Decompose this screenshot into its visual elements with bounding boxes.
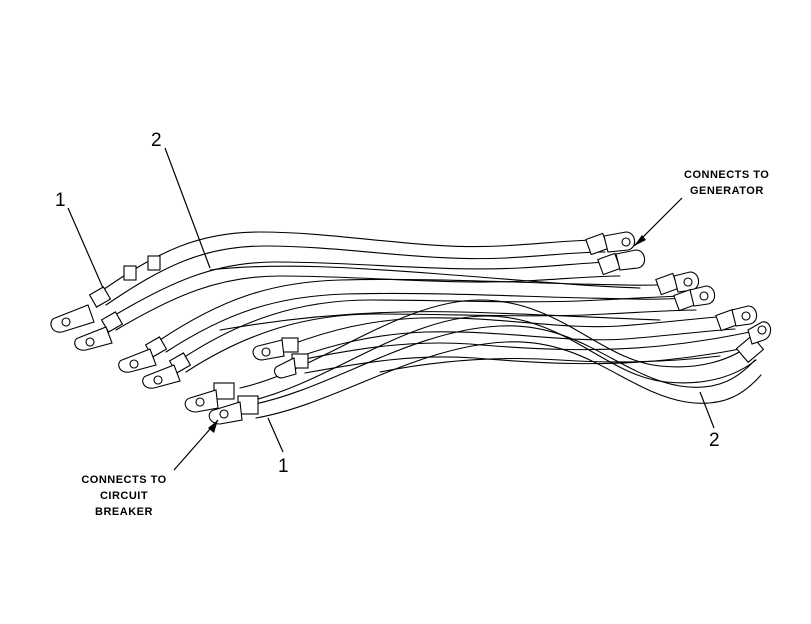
left-lug-hole-4 (153, 375, 163, 385)
generator-label-line-1: CONNECTS TO (684, 169, 769, 181)
left-lug-sleeve-5 (281, 337, 299, 353)
right-lug-hole-4 (699, 291, 709, 301)
left-lug-sleeve-10 (147, 255, 161, 271)
left-lug-sleeve-2 (100, 311, 124, 333)
left-lug-sleeve-1 (88, 286, 112, 308)
cable-5-outline-top (289, 315, 731, 346)
cable-2-outline-bottom (115, 275, 621, 331)
cable-4-outline-top (179, 295, 691, 361)
left-terminals (50, 255, 309, 425)
right-terminals (585, 231, 772, 364)
left-lug-hole-8 (219, 409, 229, 419)
leader-lines (67, 147, 715, 471)
left-lug-ring-1 (50, 304, 95, 333)
left-lug-ring-6 (273, 357, 297, 379)
callout-bottom-1: 1 (278, 456, 289, 477)
left-lug-hole-7 (195, 397, 205, 407)
cable-7-outline-top (239, 299, 751, 389)
cable-7-outline-bottom (245, 315, 757, 403)
cable-8-outline-bottom (255, 341, 762, 419)
cable-4-outline-bottom (185, 309, 697, 373)
leader-bottom-1 (267, 417, 284, 453)
breaker-label: CONNECTS TO CIRCUIT BREAKER (81, 474, 166, 518)
right-lug-ring-1 (603, 231, 636, 253)
breaker-label-line-1: CONNECTS TO (81, 474, 166, 486)
leader-left-2 (164, 147, 211, 269)
cable-3-outline-top (159, 278, 681, 341)
left-lug-hole-1 (61, 317, 71, 327)
leader-right-2 (699, 391, 715, 429)
left-lug-ring-3 (118, 348, 157, 373)
right-lug-hole-1 (621, 237, 631, 247)
leader-left-1 (67, 207, 104, 289)
cable-8-outline-top (249, 325, 756, 406)
cable-inner-line-1 (209, 265, 641, 289)
cable-inner-line-2 (219, 311, 661, 331)
left-lug-sleeve-9 (123, 265, 137, 281)
left-lug-hole-5 (261, 347, 271, 357)
cable-2-outline-top (109, 261, 616, 319)
cable-1-outline-top (99, 231, 601, 293)
cable-bundle (99, 231, 762, 419)
generator-label: CONNECTS TO GENERATOR (684, 169, 769, 197)
callout-right-2: 2 (709, 430, 720, 451)
leader-generator-arrowhead (634, 235, 646, 246)
right-lug-hole-5 (741, 311, 751, 321)
callout-left-2: 2 (151, 130, 162, 151)
callout-left-1: 1 (55, 190, 66, 211)
cable-5-outline-bottom (294, 328, 736, 359)
right-lug-ring-2 (615, 249, 646, 271)
cable-inner-line-3 (379, 355, 721, 373)
left-lug-ring-4 (142, 364, 181, 389)
left-lug-hole-2 (85, 337, 95, 347)
right-lug-hole-6 (757, 325, 767, 335)
cable-6-outline-bottom (304, 345, 756, 374)
breaker-label-line-2: CIRCUIT (100, 490, 148, 502)
left-lug-ring-2 (74, 326, 113, 351)
left-lug-hole-3 (129, 359, 139, 369)
generator-label-line-2: GENERATOR (690, 185, 764, 197)
cable-1-outline-bottom (105, 245, 606, 306)
right-lug-hole-3 (683, 277, 693, 287)
leader-breaker-arrowhead (208, 420, 218, 433)
breaker-label-line-3: BREAKER (95, 506, 153, 518)
